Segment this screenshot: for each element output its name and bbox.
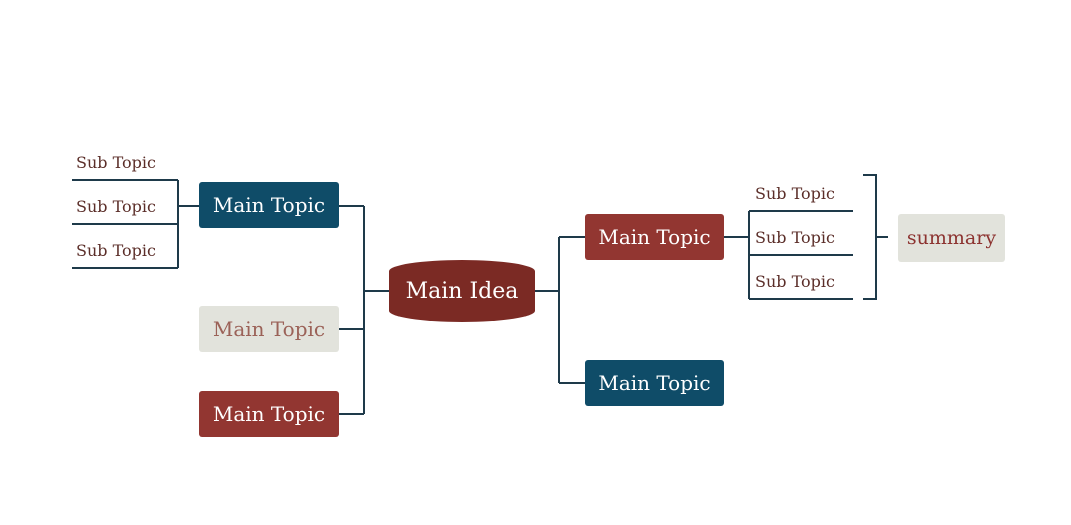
summary-node[interactable]: summary	[898, 214, 1005, 262]
right-main-topic-1[interactable]: Main Topic	[585, 214, 724, 260]
left-sub-topic-3[interactable]: Sub Topic	[76, 241, 156, 260]
left-sub-topic-1[interactable]: Sub Topic	[76, 153, 156, 172]
right-sub-topic-1[interactable]: Sub Topic	[755, 184, 835, 203]
left-sub-topic-2[interactable]: Sub Topic	[76, 197, 156, 216]
summary-bracket	[863, 174, 877, 300]
right-main-topic-2[interactable]: Main Topic	[585, 360, 724, 406]
right-sub-topic-2[interactable]: Sub Topic	[755, 228, 835, 247]
right-sub-topic-3[interactable]: Sub Topic	[755, 272, 835, 291]
left-main-topic-3[interactable]: Main Topic	[199, 391, 339, 437]
left-main-topic-2[interactable]: Main Topic	[199, 306, 339, 352]
central-idea[interactable]: Main Idea	[389, 260, 535, 322]
left-main-topic-1[interactable]: Main Topic	[199, 182, 339, 228]
